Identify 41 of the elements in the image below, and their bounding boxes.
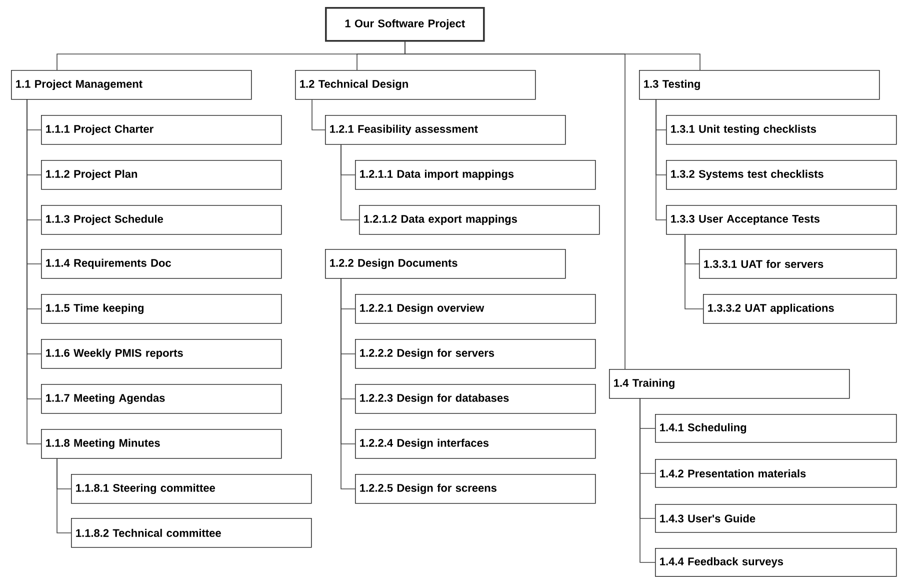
wbs-box: 1.3.1 Unit testing checklists xyxy=(666,115,897,145)
wbs-box: 1.2.2.2 Design for servers xyxy=(355,339,596,369)
wbs-box: 1.2.2 Design Documents xyxy=(325,249,566,279)
wbs-box: 1.2.1.1 Data import mappings xyxy=(355,160,596,190)
wbs-box: 1.1.2 Project Plan xyxy=(41,160,282,190)
wbs-box: 1.1.3 Project Schedule xyxy=(41,205,282,235)
wbs-box: 1.2.2.4 Design interfaces xyxy=(355,429,596,459)
wbs-box: 1.1.4 Requirements Doc xyxy=(41,249,282,279)
wbs-box: 1.3.3.1 UAT for servers xyxy=(699,249,897,279)
wbs-box: 1.1.8.1 Steering committee xyxy=(71,474,312,504)
wbs-box: 1.2.1.2 Data export mappings xyxy=(359,205,600,235)
wbs-box: 1.3.3 User Acceptance Tests xyxy=(666,205,897,235)
wbs-box: 1.4.1 Scheduling xyxy=(655,414,897,443)
wbs-box: 1.4.2 Presentation materials xyxy=(655,459,897,488)
wbs-box: 1.4.4 Feedback surveys xyxy=(655,548,897,577)
wbs-box: 1.2.2.5 Design for screens xyxy=(355,474,596,504)
wbs-box: 1.2.2.1 Design overview xyxy=(355,294,596,324)
wbs-box: 1 Our Software Project xyxy=(325,7,485,42)
wbs-box: 1.2.2.3 Design for databases xyxy=(355,384,596,414)
wbs-box: 1.1.8 Meeting Minutes xyxy=(41,429,282,459)
wbs-box: 1.1.5 Time keeping xyxy=(41,294,282,324)
wbs-box: 1.2.1 Feasibility assessment xyxy=(325,115,566,145)
connector-line xyxy=(404,41,626,370)
wbs-box: 1.1.6 Weekly PMIS reports xyxy=(41,339,282,369)
wbs-box: 1.4.3 User's Guide xyxy=(655,504,897,533)
wbs-box: 1.4 Training xyxy=(609,369,850,399)
connector-line xyxy=(340,278,356,490)
connector-line xyxy=(640,398,656,563)
connector-line xyxy=(56,458,72,534)
wbs-box: 1.3.2 Systems test checklists xyxy=(666,160,897,190)
wbs-box: 1.1.7 Meeting Agendas xyxy=(41,384,282,414)
wbs-box: 1.1 Project Management xyxy=(11,70,252,100)
connector-line xyxy=(340,144,360,220)
wbs-box: 1.2 Technical Design xyxy=(295,70,536,100)
connector-line xyxy=(312,99,326,130)
wbs-box: 1.1.8.2 Technical committee xyxy=(71,518,312,548)
connector-line xyxy=(656,99,666,220)
wbs-box: 1.1.1 Project Charter xyxy=(41,115,282,145)
wbs-box: 1.3.3.2 UAT applications xyxy=(703,294,897,324)
wbs-box: 1.3 Testing xyxy=(639,70,880,100)
connector-line xyxy=(684,234,704,310)
